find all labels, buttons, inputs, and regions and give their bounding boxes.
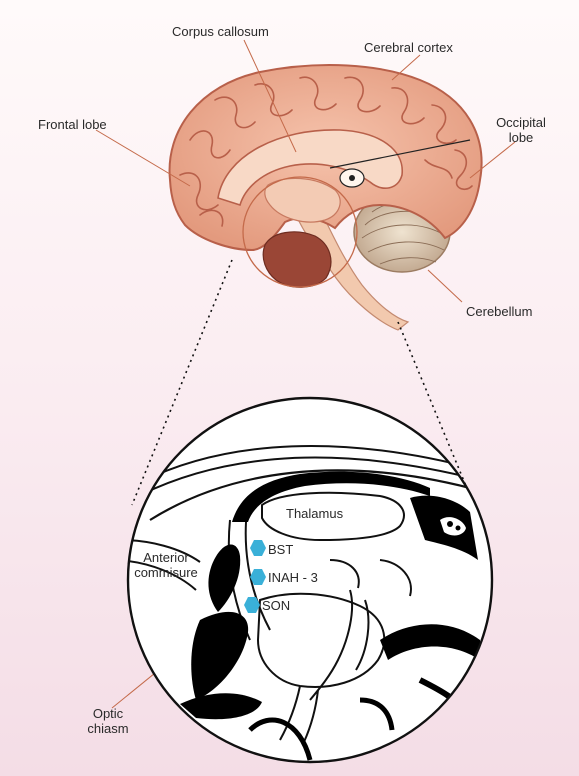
brain-illustration <box>170 65 482 330</box>
label-occipital-lobe: Occipital lobe <box>486 115 556 145</box>
label-bst: BST <box>268 542 293 557</box>
label-thalamus: Thalamus <box>286 506 343 521</box>
label-cerebral-cortex: Cerebral cortex <box>364 40 453 55</box>
label-frontal-lobe: Frontal lobe <box>38 117 107 132</box>
temporal-lobe <box>263 232 331 287</box>
label-optic-chiasm: Optic chiasm <box>72 706 144 736</box>
label-cerebellum: Cerebellum <box>466 304 532 319</box>
label-corpus-callosum: Corpus callosum <box>172 24 269 39</box>
label-anterior-commisure: Anterior commisure <box>118 550 214 580</box>
label-inah3: INAH - 3 <box>268 570 318 585</box>
label-son: SON <box>262 598 290 613</box>
